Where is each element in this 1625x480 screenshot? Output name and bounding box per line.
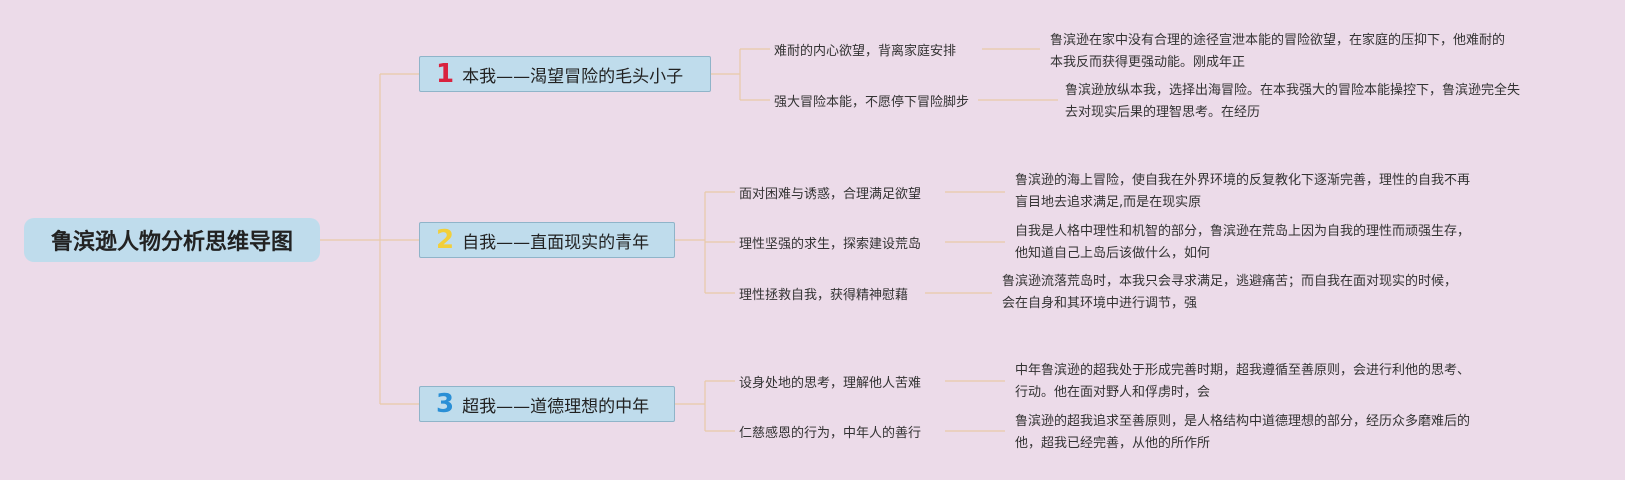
sub-node[interactable]: 设身处地的思考，理解他人苦难	[739, 376, 922, 391]
connector-line	[945, 380, 1005, 432]
detail-line: 中年鲁滨逊的超我处于形成完善时期，超我遵循至善原则，会进行利他的思考、	[1015, 363, 1471, 378]
detail-line: 行动。他在面对野人和俘虏时，会	[1015, 385, 1211, 400]
connector-line	[675, 380, 735, 432]
detail-line: 自我是人格中理性和机智的部分，鲁滨逊在荒岛上因为自我的理性而顽强生存，	[1015, 224, 1471, 239]
branch-node-superego[interactable]: 3 超我——道德理想的中年	[419, 386, 675, 422]
sub-node[interactable]: 仁慈感恩的行为，中年人的善行	[739, 426, 922, 441]
detail-text: 鲁滨逊的超我追求至善原则，是人格结构中道德理想的部分，经历众多磨难后的 他，超我…	[1015, 411, 1470, 455]
detail-line: 去对现实后果的理智思考。在经历	[1065, 105, 1261, 120]
detail-line: 本我反而获得更强动能。刚成年正	[1050, 55, 1246, 70]
detail-line: 鲁滨逊在家中没有合理的途径宣泄本能的冒险欲望，在家庭的压抑下，他难耐的	[1050, 33, 1506, 48]
detail-text: 鲁滨逊在家中没有合理的途径宣泄本能的冒险欲望，在家庭的压抑下，他难耐的 本我反而…	[1050, 30, 1505, 74]
detail-line: 鲁滨逊放纵本我，选择出海冒险。在本我强大的冒险本能操控下，鲁滨逊完全失	[1065, 83, 1521, 98]
branch-number: 3	[436, 389, 455, 419]
branch-label: 本我——渴望冒险的毛头小子	[462, 66, 684, 87]
detail-text: 鲁滨逊放纵本我，选择出海冒险。在本我强大的冒险本能操控下，鲁滨逊完全失 去对现实…	[1065, 80, 1520, 124]
branch-label: 超我——道德理想的中年	[462, 396, 650, 417]
detail-line: 他知道自己上岛后该做什么，如何	[1015, 246, 1211, 261]
detail-line: 鲁滨逊的超我追求至善原则，是人格结构中道德理想的部分，经历众多磨难后的	[1015, 414, 1471, 429]
detail-line: 鲁滨逊的海上冒险，使自我在外界环境的反复教化下逐渐完善，理性的自我不再	[1015, 173, 1471, 188]
branch-node-id[interactable]: 1 本我——渴望冒险的毛头小子	[419, 56, 711, 92]
detail-line: 他，超我已经完善，从他的所作所	[1015, 436, 1211, 451]
sub-node[interactable]: 理性坚强的求生，探索建设荒岛	[739, 237, 922, 252]
detail-line: 鲁滨逊流落荒岛时，本我只会寻求满足，逃避痛苦；而自我在面对现实的时候，	[1002, 274, 1458, 289]
connector-line	[711, 48, 770, 101]
root-node[interactable]: 鲁滨逊人物分析思维导图	[24, 218, 320, 262]
sub-node[interactable]: 理性拯救自我，获得精神慰藉	[739, 288, 909, 303]
branch-number: 2	[436, 225, 455, 255]
branch-number: 1	[436, 59, 455, 89]
sub-node[interactable]: 难耐的内心欲望，背离家庭安排	[774, 44, 957, 59]
sub-node[interactable]: 面对困难与诱惑，合理满足欲望	[739, 187, 922, 202]
connector-line	[925, 191, 1005, 294]
sub-node[interactable]: 强大冒险本能，不愿停下冒险脚步	[774, 95, 970, 110]
root-title: 鲁滨逊人物分析思维导图	[50, 230, 293, 255]
detail-text: 自我是人格中理性和机智的部分，鲁滨逊在荒岛上因为自我的理性而顽强生存， 他知道自…	[1015, 221, 1470, 265]
connector-line	[675, 191, 735, 294]
branch-label: 自我——直面现实的青年	[462, 232, 650, 253]
connector-line	[978, 48, 1058, 101]
detail-line: 会在自身和其环境中进行调节，强	[1002, 296, 1198, 311]
detail-text: 鲁滨逊的海上冒险，使自我在外界环境的反复教化下逐渐完善，理性的自我不再 盲目地去…	[1015, 170, 1470, 214]
detail-text: 中年鲁滨逊的超我处于形成完善时期，超我遵循至善原则，会进行利他的思考、 行动。他…	[1015, 360, 1470, 404]
detail-text: 鲁滨逊流落荒岛时，本我只会寻求满足，逃避痛苦；而自我在面对现实的时候， 会在自身…	[1002, 271, 1457, 315]
connector-line	[320, 73, 419, 405]
detail-line: 盲目地去追求满足,而是在现实原	[1015, 195, 1202, 210]
branch-node-ego[interactable]: 2 自我——直面现实的青年	[419, 222, 675, 258]
